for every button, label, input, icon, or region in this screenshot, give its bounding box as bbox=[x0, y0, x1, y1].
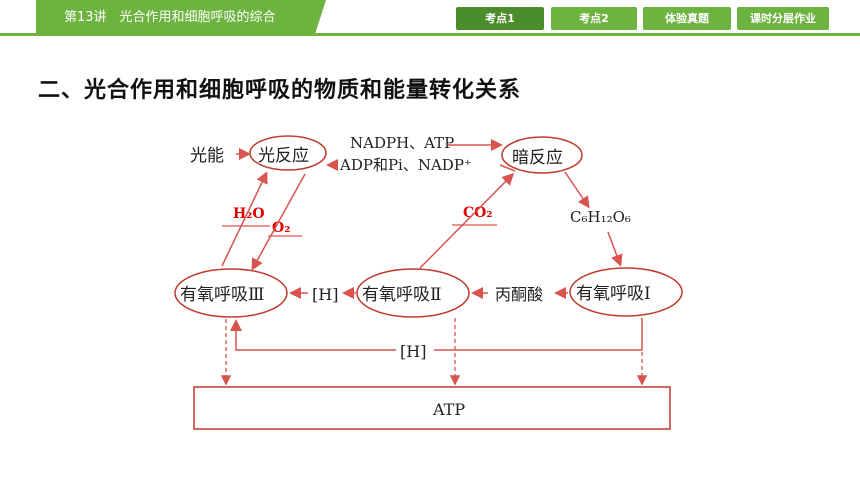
h2o-arrow bbox=[221, 171, 268, 267]
aerobic-1-label: 有氧呼吸Ⅰ bbox=[576, 284, 651, 304]
nav-tab-homework[interactable]: 课时分层作业 bbox=[737, 7, 829, 30]
dark-reaction-ellipse bbox=[501, 136, 583, 174]
h-label-upper: [H] bbox=[312, 285, 338, 304]
pyruvate-label: 丙酮酸 bbox=[495, 285, 543, 304]
aerobic-1-ellipse bbox=[569, 267, 683, 317]
top-bar: 第13讲 光合作用和细胞呼吸的综合 考点1 考点2 体验真题 课时分层作业 bbox=[0, 0, 860, 36]
aerobic-3-label: 有氧呼吸Ⅲ bbox=[180, 285, 264, 305]
forward-products-label: NADPH、ATP bbox=[350, 134, 454, 152]
atp-box bbox=[193, 386, 671, 430]
h-label-lower: [H] bbox=[400, 342, 426, 361]
light-reaction-label: 光反应 bbox=[258, 146, 309, 166]
h-return-line-right bbox=[434, 318, 643, 351]
glucose-to-aerobic1-arrow bbox=[607, 231, 623, 267]
co2-label: CO₂ bbox=[463, 205, 492, 221]
nav-tab-point2[interactable]: 考点2 bbox=[551, 7, 637, 30]
co2-arrow bbox=[419, 172, 515, 269]
nav-tab-exam[interactable]: 体验真题 bbox=[643, 7, 731, 30]
section-title: 二、光合作用和细胞呼吸的物质和能量转化关系 bbox=[38, 78, 522, 103]
nav-tab-point1[interactable]: 考点1 bbox=[456, 7, 544, 30]
h2o-label: H₂O bbox=[233, 206, 265, 222]
glucose-label: C₆H₁₂O₆ bbox=[570, 208, 631, 226]
return-products-tail bbox=[499, 164, 516, 172]
lesson-title: 第13讲 光合作用和细胞呼吸的综合 bbox=[64, 10, 276, 25]
top-bar-divider bbox=[0, 33, 860, 36]
return-products-label: ADP和Pi、NADP⁺ bbox=[339, 156, 472, 174]
dark-reaction-label: 暗反应 bbox=[512, 148, 563, 168]
dark-to-glucose-arrow bbox=[564, 171, 590, 209]
aerobic-2-label: 有氧呼吸Ⅱ bbox=[362, 285, 442, 305]
aerobic-2-ellipse bbox=[356, 268, 470, 318]
lesson-title-tab: 第13讲 光合作用和细胞呼吸的综合 bbox=[36, 0, 326, 36]
o2-arrow bbox=[251, 173, 306, 271]
aerobic-3-ellipse bbox=[174, 268, 288, 318]
light-energy-label: 光能 bbox=[190, 146, 224, 166]
atp-box-label: ATP bbox=[432, 400, 465, 419]
h-return-line-left bbox=[230, 319, 396, 351]
